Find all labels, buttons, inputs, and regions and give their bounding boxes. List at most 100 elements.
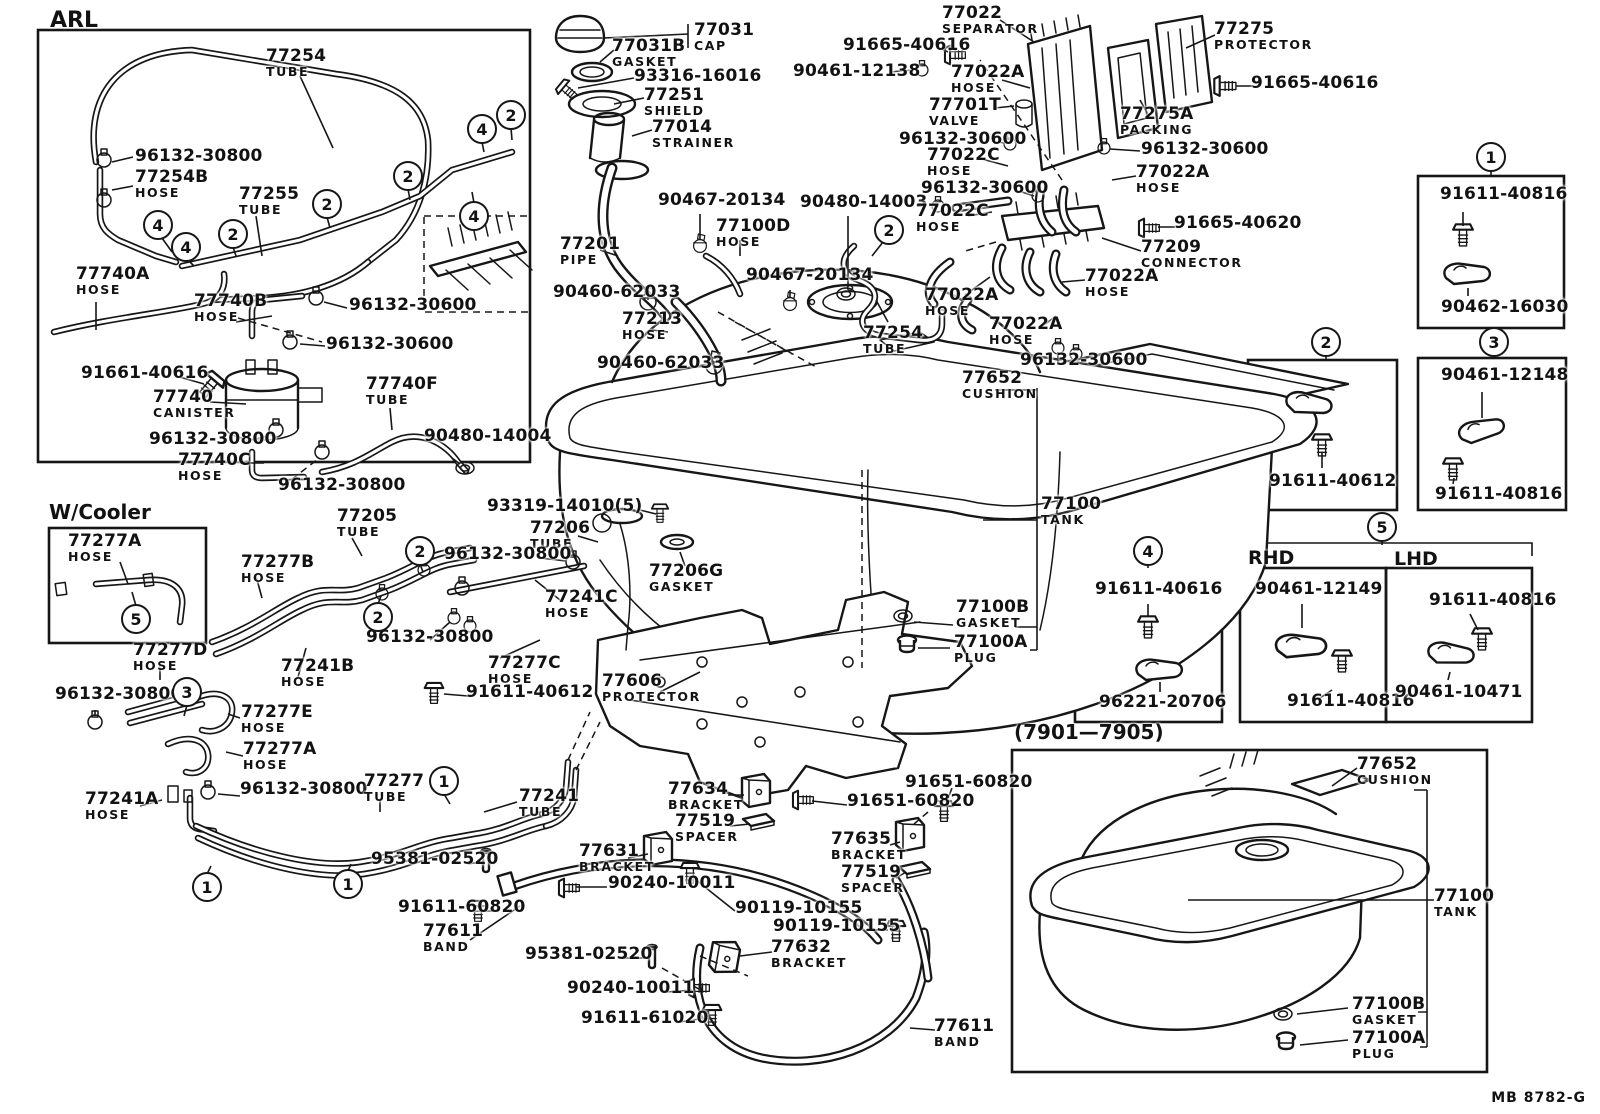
part-number: 96132-30600 [1020,350,1148,370]
part-number: 90467-20134 [746,265,874,285]
part-number: 77634 [668,779,729,799]
callout-5: 5 [121,604,151,634]
part-label-91611-40616: 91611-40616 [1095,580,1223,599]
part-label-91611-40612: 91611-40612 [466,683,594,702]
part-number: 77635 [831,829,892,849]
callout-1: 1 [333,869,363,899]
callout-2: 2 [312,189,342,219]
part-label-90461-10471: 90461-10471 [1395,683,1523,702]
part-caption: GASKET [1352,1011,1418,1027]
part-number: 77022 [942,3,1003,23]
part-number: 91665-40620 [1174,213,1302,233]
part-caption: TUBE [366,391,410,407]
part-number: 90467-20134 [658,190,786,210]
part-caption: CONNECTOR [1141,254,1243,270]
part-caption: TANK [1041,511,1085,527]
part-label-96132-30600: 96132-30600 [899,129,1027,149]
part-number: 96132-30800 [278,475,406,495]
part-caption: HOSE [178,467,224,483]
part-label-96132-30600: 96132-30600 [1141,140,1269,159]
part-label-96132-30800: 96132-30800 [135,147,263,166]
part-caption: HOSE [1085,283,1131,299]
part-number: 90480-14003 [800,192,928,212]
part-number: 90119-10155 [735,898,863,918]
hardware-glyphs [54,44,1508,1027]
part-number: 91665-40616 [843,35,971,55]
separator-assembly [1000,14,1214,251]
part-label-91665-40616: 91665-40616 [843,35,971,55]
part-number: 91611-40816 [1287,691,1415,711]
part-label-90480-14004: 90480-14004 [424,427,552,446]
part-number: 77606 [602,671,663,691]
part-number: 77275 [1214,19,1275,39]
part-caption: TUBE [530,535,574,551]
part-label-91611-61020: 91611-61020 [581,1009,709,1028]
part-caption: STRAINER [652,134,735,150]
part-number: 90462-16030 [1441,297,1569,317]
part-number: 77611 [934,1016,995,1036]
part-number: 77277A [243,739,317,759]
part-caption: HOSE [916,218,962,234]
part-caption: SHIELD [644,102,705,118]
part-number: 77031B [612,36,686,56]
part-caption: HOSE [85,806,131,822]
engine-rail-sketch [428,211,533,291]
section-header-wcooler: W/Cooler [49,500,151,524]
callout-2: 2 [874,215,904,245]
part-number: 77100 [1041,494,1102,514]
part-label-90119-10155: 90119-10155 [773,917,901,936]
part-number: 96132-30800 [149,429,277,449]
part-caption: BAND [423,938,470,954]
part-label-96132-30600: 96132-30600 [921,179,1049,198]
callout-1: 1 [429,766,459,796]
part-number: 90461-12149 [1255,579,1383,599]
part-number: 77652 [962,368,1023,388]
part-number: 77100 [1434,886,1495,906]
part-caption: HOSE [716,233,762,249]
part-label-90240-10011: 90240-10011 [608,874,736,893]
callout-4: 4 [171,232,201,262]
part-caption: SPACER [841,879,905,895]
part-number: 96132-30600 [899,129,1027,149]
part-number: 77519 [841,862,902,882]
part-caption: HOSE [622,326,668,342]
part-number: 91651-60820 [847,791,975,811]
part-number: 77022C [916,201,989,221]
part-number: 77100B [956,597,1030,617]
part-number: 90460-62033 [553,282,681,302]
part-number: 77652 [1357,754,1418,774]
part-caption: PACKING [1120,121,1194,137]
part-number: 91611-40816 [1429,590,1557,610]
part-number: 96221-20706 [1099,692,1227,712]
part-label-91661-40616: 91661-40616 [81,364,209,383]
part-caption: GASKET [649,578,715,594]
part-label-96132-30600: 96132-30600 [326,335,454,354]
part-caption: PLUG [954,649,998,665]
part-label-90467-20134: 90467-20134 [746,265,874,285]
part-caption: PROTECTOR [1214,36,1313,52]
part-number: 77254B [135,167,209,187]
part-caption: HOSE [135,184,181,200]
part-number: 96132-30800 [366,627,494,647]
